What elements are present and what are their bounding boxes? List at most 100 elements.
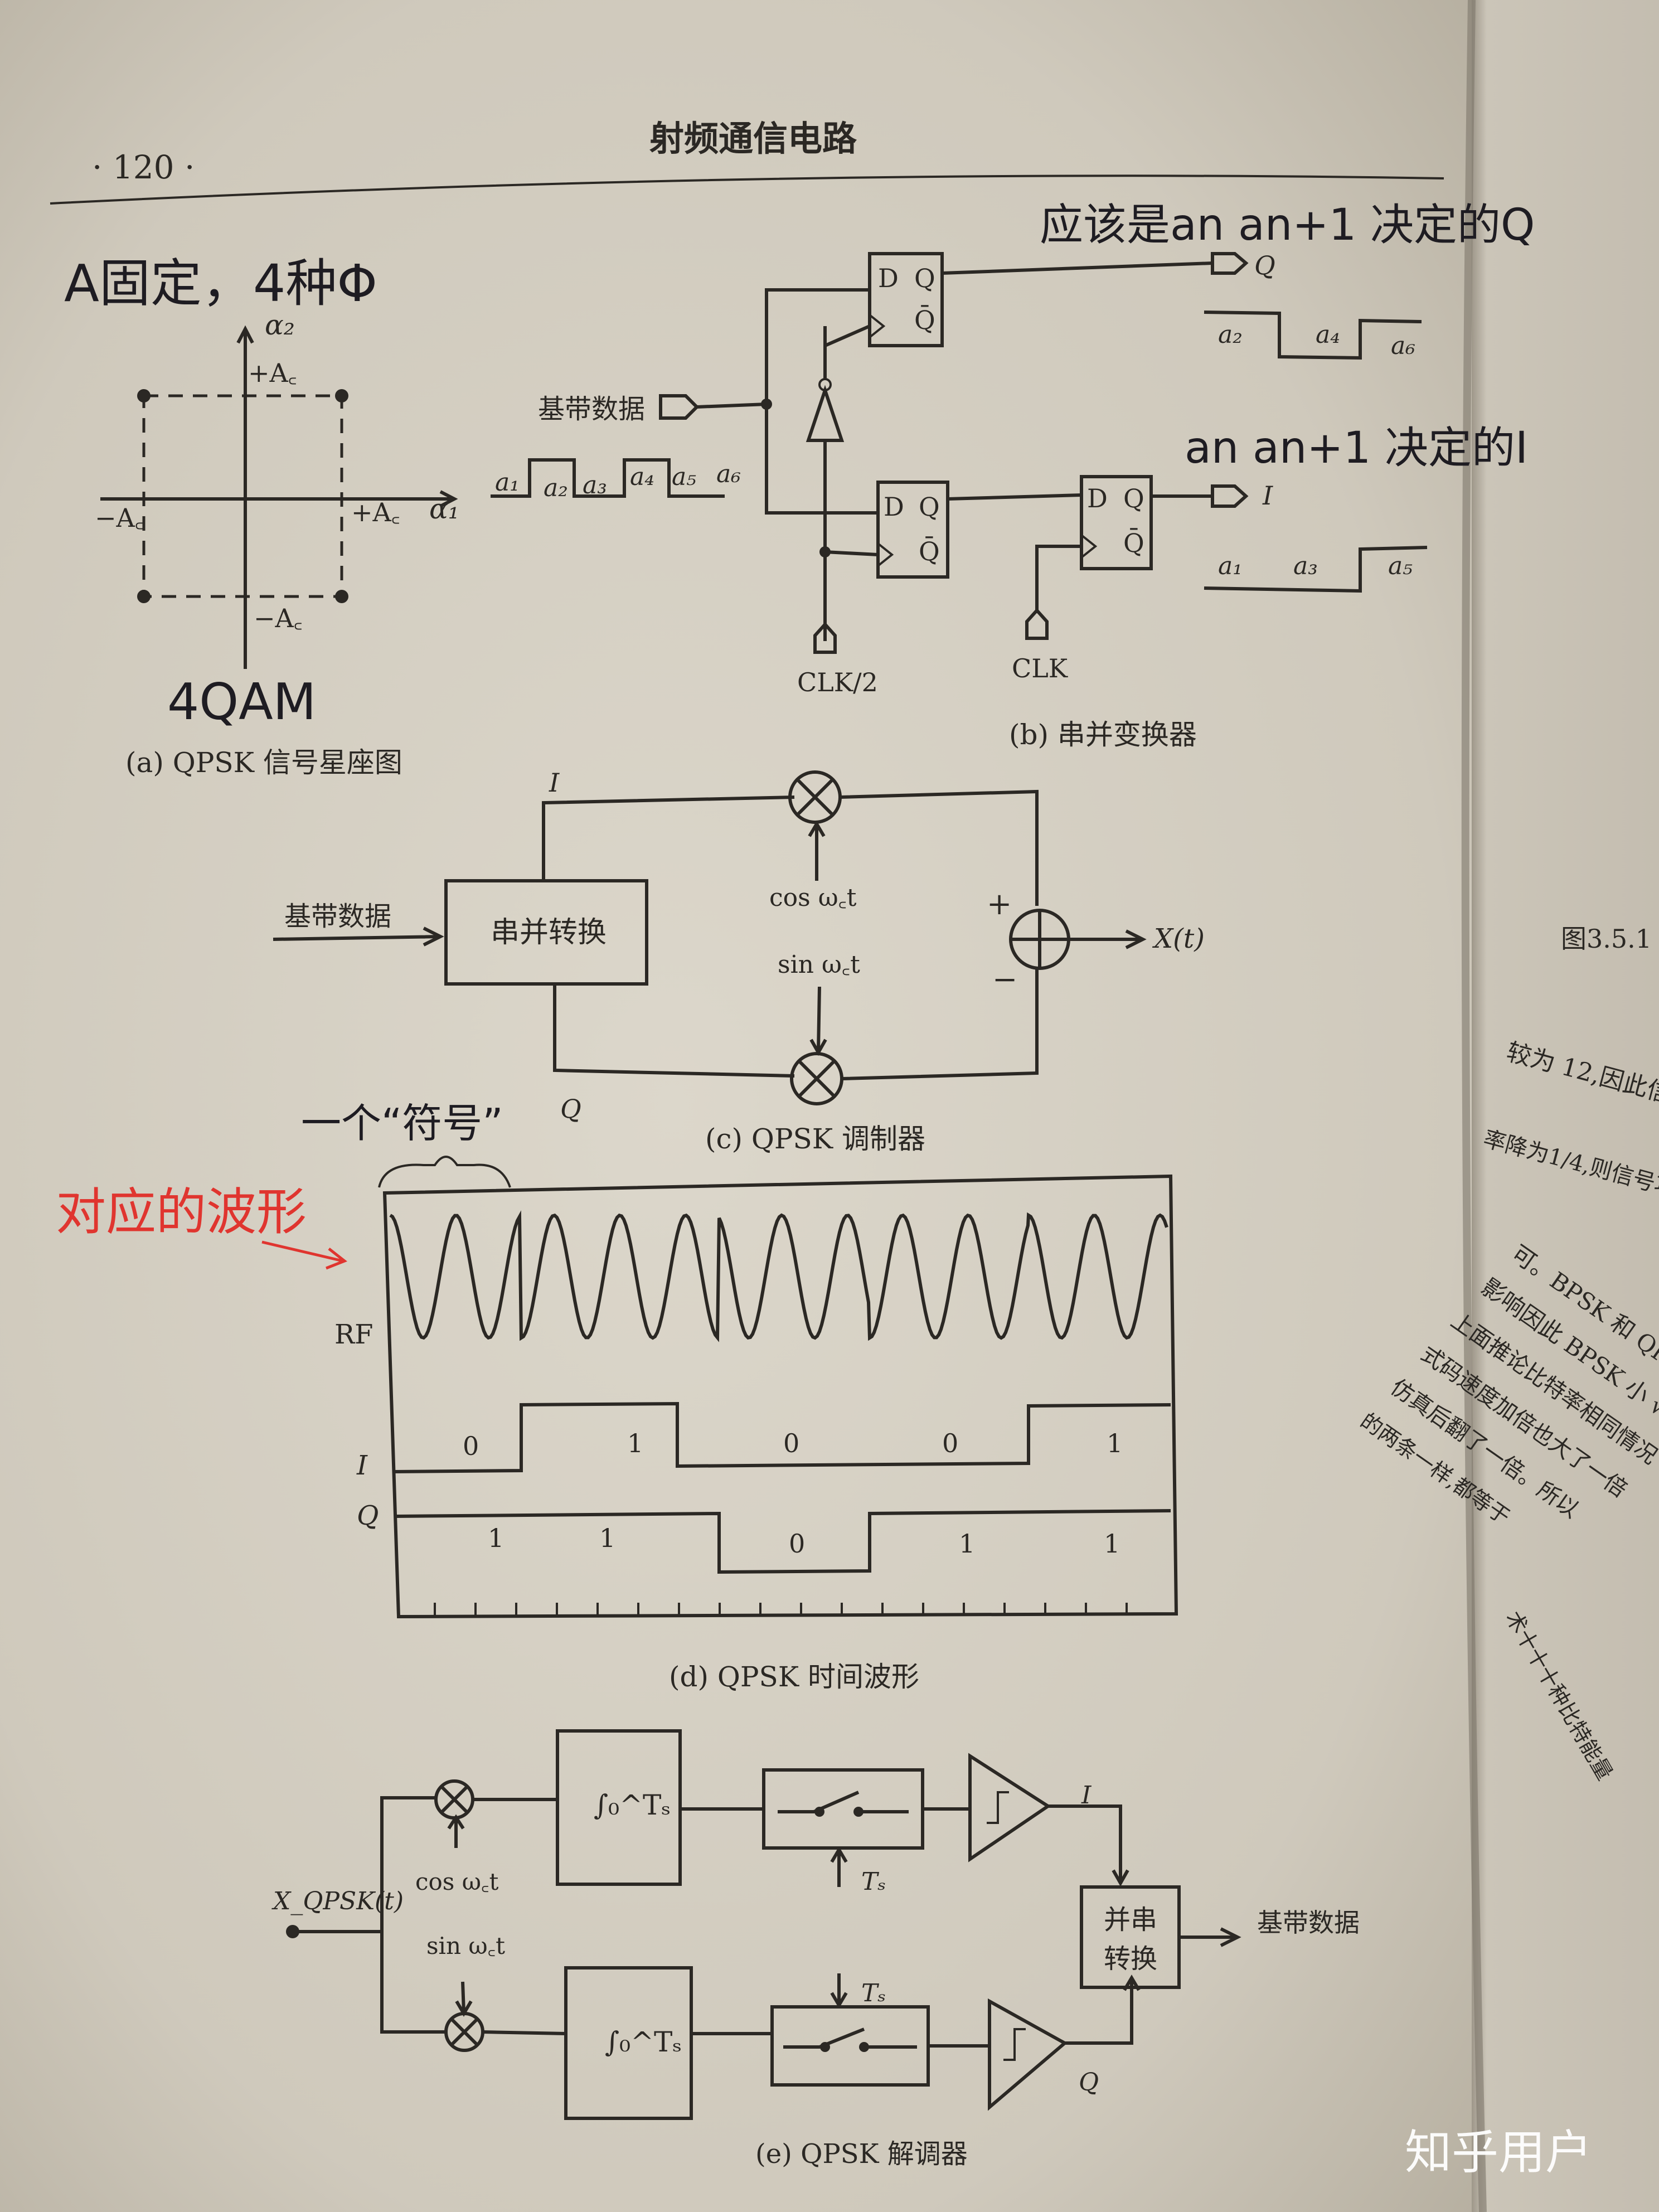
input-seq-2: a₂ <box>544 474 568 502</box>
i-signal <box>392 1401 1171 1473</box>
out-i-label: I <box>1262 481 1273 511</box>
q-bit-2: 1 <box>599 1523 615 1553</box>
minus-ac-bottom: −A꜀ <box>254 603 303 633</box>
i-seq-3: a₅ <box>1388 552 1413 580</box>
modulator-i-label: I <box>549 768 560 798</box>
i-bit-5: 1 <box>1107 1428 1123 1458</box>
ff-right-q: Q <box>1123 483 1144 513</box>
modulator-cos-label: cos ω꜀t <box>769 884 857 912</box>
parallel-serial-label-2: 转换 <box>1104 1943 1157 1975</box>
clk2-label: CLK/2 <box>797 667 878 697</box>
serial-parallel-block <box>444 879 648 986</box>
annotation-corresponding-waveform: 对应的波形 <box>56 1183 307 1241</box>
q-signal <box>395 1509 1171 1574</box>
parallel-serial-label-1: 并串 <box>1104 1904 1157 1936</box>
rf-wave <box>389 1210 1168 1342</box>
demod-i-label: I <box>1081 1781 1092 1810</box>
fig-c-modulator: 基带数据 串并转换 I Q cos ω꜀t sin ω꜀t + − <box>273 768 1205 1155</box>
clk-port <box>1025 608 1049 640</box>
fig-e-demodulator: X_QPSK(t) cos ω꜀t sin ω꜀t ∫₀^Tₛ ∫₀^Tₛ Tₛ <box>271 1729 1360 2170</box>
fig-a-caption: (a) QPSK 信号星座图 <box>125 746 402 779</box>
ff-top-qbar: Q̄ <box>914 304 935 335</box>
i-seq-2: a₃ <box>1293 552 1318 580</box>
rf-label: RF <box>334 1319 373 1350</box>
fig-d-waveform: RF I Q 0 1 0 0 1 1 1 0 1 1 (d) QPSK 时间波形 <box>334 1174 1178 1693</box>
out-i-port <box>1211 484 1249 508</box>
q-seq-2: a₄ <box>1316 321 1340 349</box>
fig-c-caption: (c) QPSK 调制器 <box>705 1123 925 1155</box>
i-bit-4: 0 <box>942 1428 958 1458</box>
clk2-port <box>813 622 837 654</box>
waveform-i-label: I <box>356 1450 368 1481</box>
modulator-output: X(t) <box>1152 923 1205 954</box>
ff-mid-qbar: Q̄ <box>919 536 940 566</box>
left-page <box>0 0 1494 2212</box>
constellation-point <box>137 389 151 402</box>
fig-e-caption: (e) QPSK 解调器 <box>755 2138 968 2170</box>
modulator-input-label: 基带数据 <box>284 901 391 932</box>
plus-ac-top: +A꜀ <box>248 358 297 388</box>
waveform-q-label: Q <box>357 1500 379 1531</box>
i-seq-1: a₁ <box>1218 552 1243 580</box>
input-seq-6: a₆ <box>716 460 741 488</box>
plus-ac-right: +A꜀ <box>351 497 400 527</box>
fig-b-caption: (b) 串并变换器 <box>1009 719 1197 751</box>
demod-sin-label: sin ω꜀t <box>426 1932 505 1959</box>
annotation-a-fixed: A固定，4种Φ <box>64 254 377 313</box>
constellation-point <box>335 389 348 402</box>
q-bit-4: 1 <box>959 1529 975 1559</box>
q-bit-1: 1 <box>488 1523 504 1553</box>
input-seq-1: a₁ <box>495 468 520 497</box>
watermark: 知乎用户 <box>1405 2125 1592 2180</box>
constellation-point <box>335 590 348 603</box>
symbol-brace <box>378 1156 511 1188</box>
summer <box>1009 909 1070 970</box>
input-seq-4: a₄ <box>630 463 654 491</box>
ts-label-i: Tₛ <box>861 1867 886 1896</box>
minus-ac-left: −A꜀ <box>95 503 144 533</box>
header-rule <box>50 174 1444 205</box>
clk-label: CLK <box>1012 653 1069 683</box>
ff-top-d: D <box>878 263 899 293</box>
comparator-q <box>988 1998 1068 2111</box>
ff-right-d: D <box>1087 483 1108 513</box>
demod-q-label: Q <box>1079 2068 1099 2097</box>
annotation-4qam: 4QAM <box>167 673 316 731</box>
input-seq-3: a₃ <box>583 471 607 499</box>
demod-output: 基带数据 <box>1257 1908 1360 1938</box>
fig-d-caption: (d) QPSK 时间波形 <box>669 1661 919 1693</box>
serial-parallel-label: 串并转换 <box>491 916 607 949</box>
time-ticks <box>434 1603 1128 1616</box>
flipflop-top <box>868 252 944 347</box>
axis-y-label: α₂ <box>265 309 295 341</box>
out-q-port <box>1211 252 1249 275</box>
ff-mid-d: D <box>884 492 904 522</box>
demod-input-label: X_QPSK(t) <box>271 1887 404 1915</box>
out-q-label: Q <box>1254 250 1275 280</box>
q-bit-3: 0 <box>789 1529 805 1559</box>
baseband-input-label: 基带数据 <box>538 394 645 425</box>
ff-top-q: Q <box>914 263 935 293</box>
annotation-should-be-q: 应该是an an+1 决定的Q <box>1040 200 1535 250</box>
q-seq-1: a₂ <box>1218 321 1243 349</box>
page-number: · 120 · <box>92 148 195 186</box>
constellation-point <box>137 590 151 603</box>
input-arrow <box>659 394 700 420</box>
flipflop-mid <box>876 481 949 579</box>
axis-x-label: α₁ <box>429 493 459 525</box>
input-seq-5: a₅ <box>672 463 696 491</box>
book-title: 射频通信电路 <box>649 118 857 159</box>
i-bit-2: 1 <box>627 1428 643 1458</box>
demod-cos-label: cos ω꜀t <box>415 1868 498 1895</box>
comparator-i <box>968 1753 1051 1862</box>
ff-mid-q: Q <box>919 492 940 522</box>
i-bit-3: 0 <box>783 1428 799 1458</box>
right-page <box>1472 0 1659 2212</box>
ts-label-q: Tₛ <box>861 1979 886 2007</box>
modulator-q-label: Q <box>560 1094 581 1124</box>
ff-right-qbar: Q̄ <box>1123 527 1144 558</box>
i-bit-1: 0 <box>463 1431 479 1461</box>
flipflop-right <box>1080 475 1153 570</box>
annotation-an-i: an an+1 决定的I <box>1185 423 1528 473</box>
